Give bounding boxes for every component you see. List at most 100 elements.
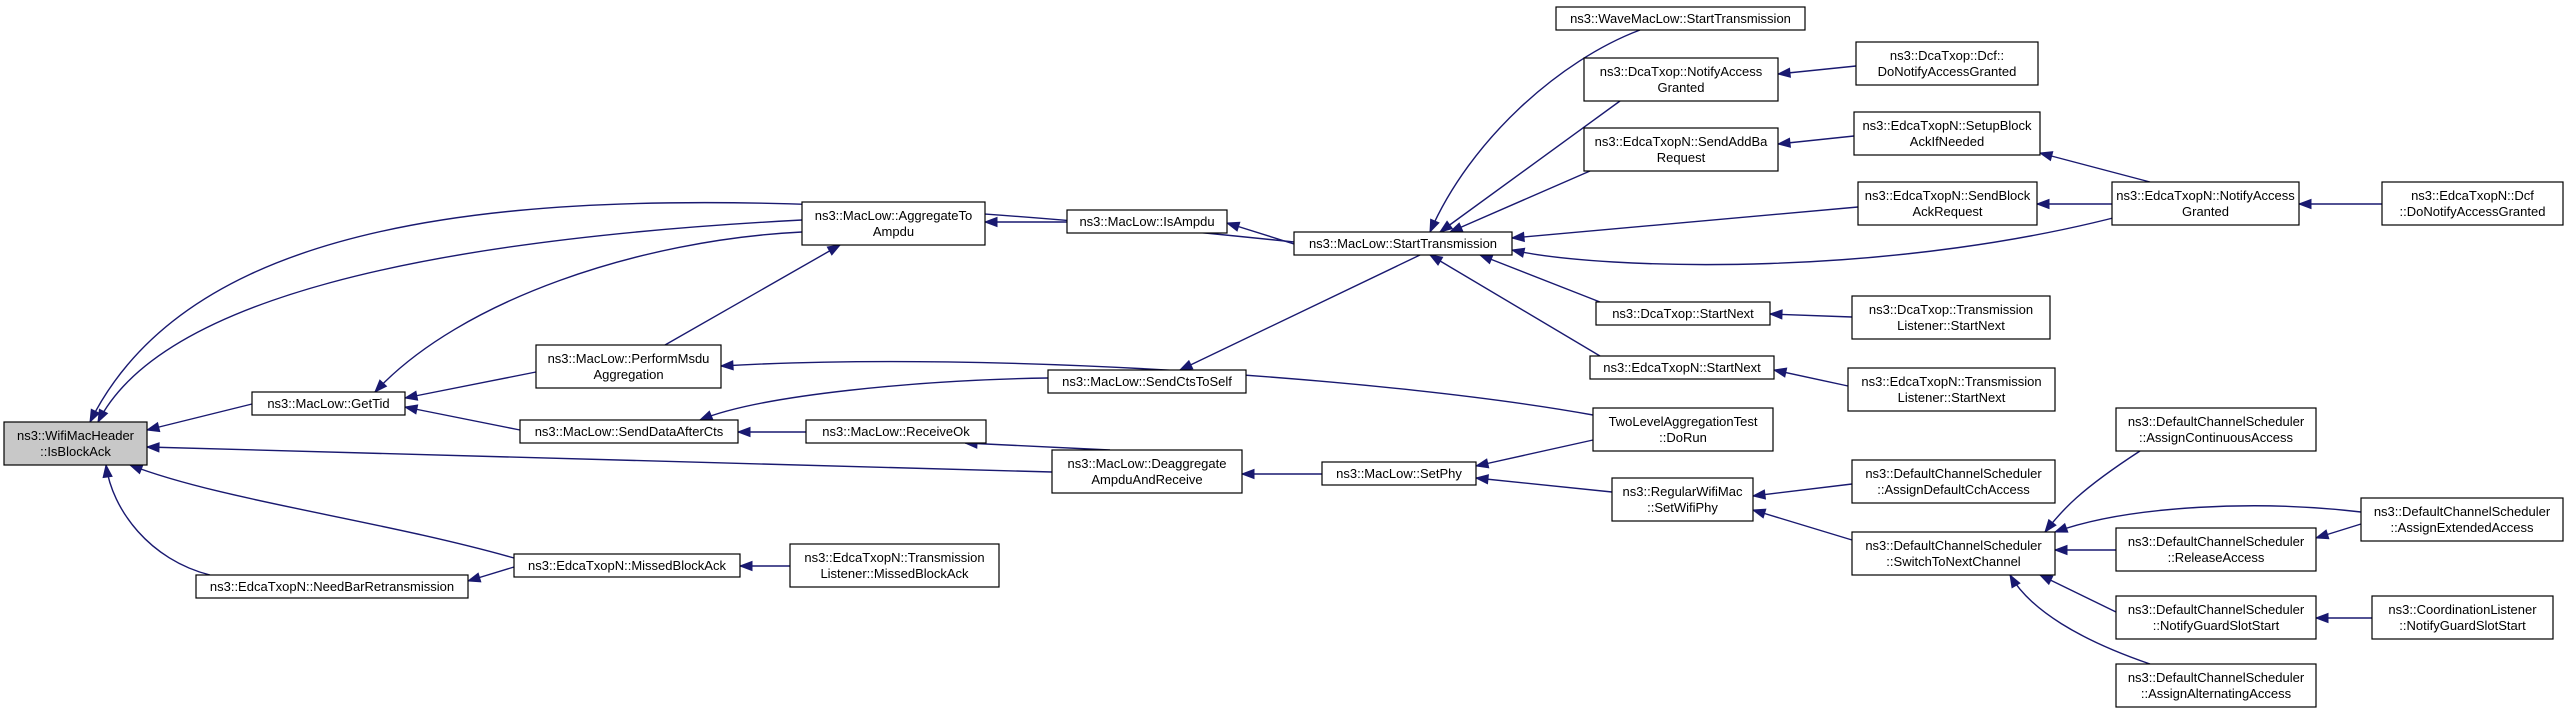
node-switchToNext[interactable]: ns3::DefaultChannelScheduler::SwitchToNe… — [1851, 531, 2056, 576]
edge-line — [1439, 100, 1621, 233]
node-dcaTlStartNext[interactable]: ns3::DcaTxop::TransmissionListener::Star… — [1851, 295, 2051, 340]
node-label-line: ::AssignExtendedAccess — [2390, 520, 2534, 535]
edge-assignDefaultCch-to-regSetWifiPhy — [1751, 483, 1853, 500]
node-missedBlockAck[interactable]: ns3::EdcaTxopN::MissedBlockAck — [513, 553, 741, 578]
edge-switchToNext-to-regSetWifiPhy — [1751, 508, 1853, 541]
arrowhead — [1772, 367, 1788, 378]
node-label-line: ns3::EdcaTxopN::Transmission — [804, 550, 984, 565]
node-label-line: ns3::CoordinationListener — [2388, 602, 2537, 617]
arrowhead — [1776, 67, 1791, 78]
node-label-line: Ampdu — [873, 224, 914, 239]
arrowhead — [1751, 489, 1767, 500]
node-isAmpdu[interactable]: ns3::MacLow::IsAmpdu — [1066, 209, 1228, 234]
arrowhead — [1474, 474, 1489, 485]
node-regSetWifiPhy[interactable]: ns3::RegularWifiMac::SetWifiPhy — [1611, 477, 1754, 522]
node-setPhy[interactable]: ns3::MacLow::SetPhy — [1321, 461, 1477, 486]
edge-assignAlternating-to-switchToNext — [2009, 573, 2151, 665]
edge-assignExtended-to-switchToNext — [2053, 505, 2362, 533]
edge-line — [105, 464, 211, 576]
node-assignDefaultCch[interactable]: ns3::DefaultChannelScheduler::AssignDefa… — [1851, 459, 2056, 504]
node-notifyGuard[interactable]: ns3::DefaultChannelScheduler::NotifyGuar… — [2115, 595, 2317, 640]
node-assignAlternating[interactable]: ns3::DefaultChannelScheduler::AssignAlte… — [2115, 663, 2317, 708]
arrowhead — [2009, 573, 2021, 589]
node-tlMissedBlockAck[interactable]: ns3::EdcaTxopN::TransmissionListener::Mi… — [789, 543, 1000, 588]
edge-line — [2039, 152, 2151, 183]
edge-missedBlockAck-to-root — [128, 464, 515, 559]
node-assignContinuous[interactable]: ns3::DefaultChannelScheduler::AssignCont… — [2115, 407, 2317, 452]
arrowhead — [1768, 309, 1783, 320]
arrowhead — [128, 464, 144, 475]
node-getTid[interactable]: ns3::MacLow::GetTid — [251, 391, 406, 416]
edge-line — [374, 231, 803, 393]
node-startTx[interactable]: ns3::MacLow::StartTransmission — [1293, 231, 1513, 256]
node-label-line: ns3::EdcaTxopN::SetupBlock — [1862, 118, 2032, 133]
node-sendDataAfterCts[interactable]: ns3::MacLow::SendDataAfterCts — [519, 419, 739, 444]
node-box — [1851, 459, 2056, 504]
node-dcaStartNext[interactable]: ns3::DcaTxop::StartNext — [1595, 301, 1771, 326]
arrowhead — [374, 379, 388, 394]
node-needBar[interactable]: ns3::EdcaTxopN::NeedBarRetransmission — [195, 574, 469, 599]
edge-setupBlockAck-to-sendAddBa — [1776, 135, 1855, 148]
node-sendCtsToSelf[interactable]: ns3::MacLow::SendCtsToSelf — [1047, 369, 1247, 394]
arrowhead — [1429, 218, 1440, 234]
node-label-line: ns3::RegularWifiMac — [1623, 484, 1743, 499]
node-assignExtended[interactable]: ns3::DefaultChannelScheduler::AssignExte… — [2360, 497, 2564, 542]
node-edcaDcfNotify[interactable]: ns3::EdcaTxopN::Dcf::DoNotifyAccessGrant… — [2381, 181, 2564, 226]
edge-tlMissedBlockAck-to-missedBlockAck — [738, 560, 790, 572]
node-root[interactable]: ns3::WifiMacHeader::IsBlockAck — [3, 421, 148, 466]
node-edcaNotify[interactable]: ns3::EdcaTxopN::NotifyAccessGranted — [2111, 181, 2300, 226]
node-coordNotifyGuard[interactable]: ns3::CoordinationListener::NotifyGuardSl… — [2371, 595, 2554, 640]
node-label-line: Request — [1657, 150, 1706, 165]
node-label-line: ns3::MacLow::SetPhy — [1336, 466, 1462, 481]
node-layer: ns3::WifiMacHeader::IsBlockAckns3::MacLo… — [3, 6, 2564, 708]
arrowhead — [826, 244, 842, 256]
node-dcaNotify[interactable]: ns3::DcaTxop::NotifyAccessGranted — [1583, 57, 1779, 102]
node-label-line: ns3::EdcaTxopN::SendBlock — [1865, 188, 2031, 203]
edge-line — [2009, 574, 2151, 665]
edge-edcaStartNext-to-startTx — [1428, 254, 1601, 357]
node-twoLevel[interactable]: TwoLevelAggregationTest::DoRun — [1592, 407, 1774, 452]
edge-line — [1429, 29, 1641, 233]
node-receiveOk[interactable]: ns3::MacLow::ReceiveOk — [805, 419, 987, 444]
edge-line — [1179, 254, 1421, 371]
node-label-line: Granted — [2182, 204, 2229, 219]
edge-line — [97, 219, 803, 423]
edge-line — [1752, 483, 1853, 497]
arrowhead — [403, 390, 419, 401]
node-box — [1066, 209, 1228, 234]
node-label-line: ns3::DefaultChannelScheduler — [1865, 466, 2042, 481]
node-label-line: ::SwitchToNextChannel — [1886, 554, 2021, 569]
node-label-line: ns3::DefaultChannelScheduler — [2374, 504, 2551, 519]
arrowhead — [1438, 220, 1454, 233]
node-box — [1589, 355, 1775, 380]
node-edcaTlStartNext[interactable]: ns3::EdcaTxopN::TransmissionListener::St… — [1847, 367, 2056, 412]
node-box — [2115, 527, 2317, 572]
edge-line — [2039, 574, 2117, 613]
node-box — [535, 344, 722, 389]
edge-edcaTlStartNext-to-edcaStartNext — [1772, 367, 1849, 387]
edge-line — [404, 371, 537, 399]
node-edcaStartNext[interactable]: ns3::EdcaTxopN::StartNext — [1589, 355, 1775, 380]
arrowhead — [89, 408, 101, 424]
arrowhead — [102, 463, 113, 479]
node-waveStartTx[interactable]: ns3::WaveMacLow::StartTransmission — [1555, 6, 1806, 31]
edge-needBar-to-root — [102, 463, 211, 576]
node-box — [2115, 407, 2317, 452]
edge-receiveOk-to-sendDataAfterCts — [736, 426, 806, 438]
arrowhead — [983, 216, 998, 228]
node-label-line: ns3::MacLow::GetTid — [267, 396, 389, 411]
node-label-line: TwoLevelAggregationTest — [1609, 414, 1758, 429]
arrowhead — [1510, 231, 1525, 243]
node-dcfDoNotify[interactable]: ns3::DcaTxop::Dcf::DoNotifyAccessGranted — [1855, 41, 2039, 86]
edge-deagg-to-root — [145, 442, 1053, 473]
node-releaseAccess[interactable]: ns3::DefaultChannelScheduler::ReleaseAcc… — [2115, 527, 2317, 572]
node-box — [2381, 181, 2564, 226]
edge-line — [1769, 313, 1853, 318]
